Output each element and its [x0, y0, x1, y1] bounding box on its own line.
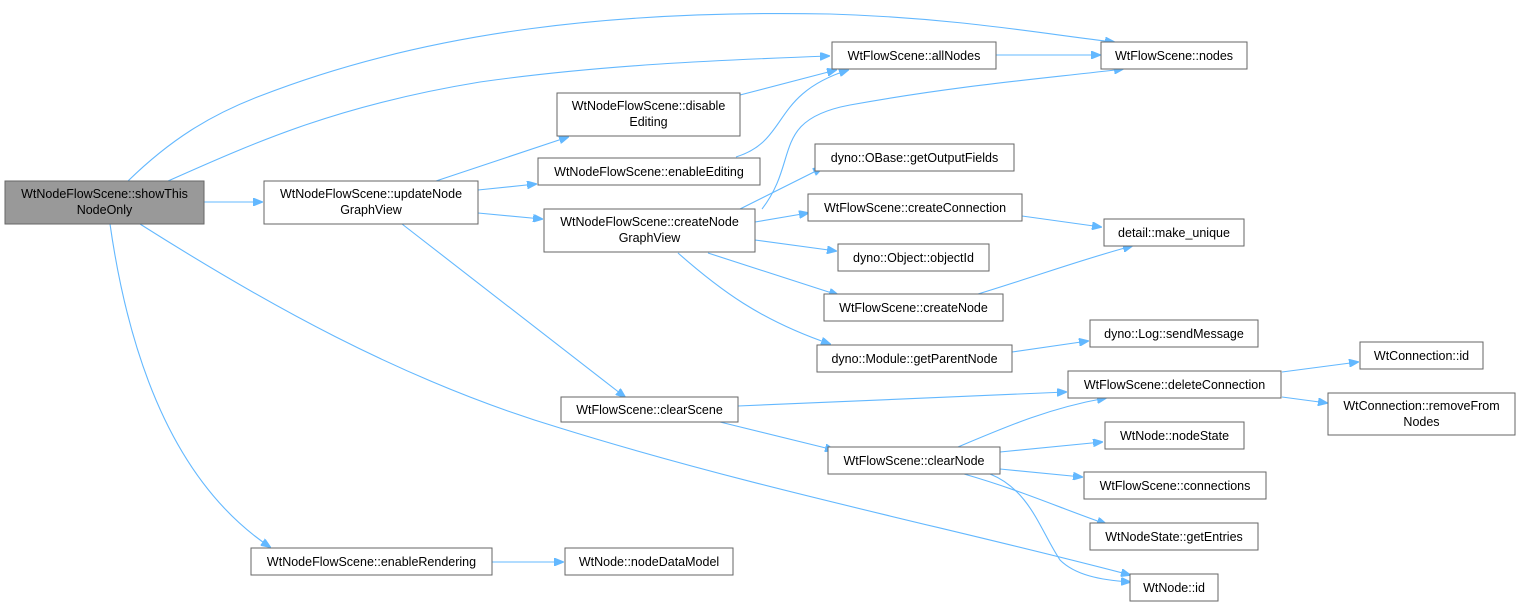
node-label: WtFlowScene::nodes — [1115, 49, 1233, 63]
node-label: dyno::OBase::getOutputFields — [831, 151, 998, 165]
edge-getparentnode-sendmessage — [1011, 341, 1088, 353]
node-label: detail::make_unique — [1118, 226, 1230, 240]
node-label: WtFlowScene::createNode — [839, 301, 988, 315]
node-label: dyno::Object::objectId — [853, 251, 974, 265]
node-label: WtNodeState::getEntries — [1105, 530, 1243, 544]
node-enable-rendering[interactable]: WtNodeFlowScene::enableRendering — [250, 547, 493, 576]
node-connections[interactable]: WtFlowScene::connections — [1083, 471, 1267, 500]
node-label: WtNodeFlowScene::disable — [572, 99, 726, 113]
node-label: WtFlowScene::deleteConnection — [1084, 378, 1265, 392]
edge-root-enablerendering — [109, 223, 270, 547]
node-show-this-node-only[interactable]: WtNodeFlowScene::showThis NodeOnly — [4, 180, 205, 225]
node-label: WtFlowScene::connections — [1100, 479, 1251, 493]
node-label: WtFlowScene::allNodes — [848, 49, 981, 63]
node-nodes[interactable]: WtFlowScene::nodes — [1100, 41, 1248, 70]
edge-clearnode-connections — [999, 468, 1082, 477]
edge-createnodegraphview-nodes — [761, 69, 1123, 210]
node-disable-editing[interactable]: WtNodeFlowScene::disable Editing — [556, 92, 741, 137]
edge-enableediting-allnodes — [735, 70, 848, 158]
edge-root-nodeid — [139, 223, 1130, 575]
node-label: dyno::Module::getParentNode — [831, 352, 997, 366]
node-label: WtNode::nodeDataModel — [579, 555, 719, 569]
edge-createnode-makeunique — [977, 246, 1132, 295]
edge-createnodegraphview-objectid — [754, 239, 836, 251]
node-label: WtNode::id — [1143, 581, 1205, 595]
node-label: WtNodeFlowScene::updateNode — [280, 187, 462, 201]
node-create-node-graph-view[interactable]: WtNodeFlowScene::createNode GraphView — [543, 208, 756, 253]
node-label: WtNodeFlowScene::enableRendering — [267, 555, 476, 569]
node-send-message[interactable]: dyno::Log::sendMessage — [1089, 319, 1259, 348]
edge-deleteconnection-connectionid — [1281, 362, 1358, 373]
node-create-node[interactable]: WtFlowScene::createNode — [823, 293, 1004, 322]
nodes: WtNodeFlowScene::showThis NodeOnly WtNod… — [4, 41, 1516, 602]
node-get-entries[interactable]: WtNodeState::getEntries — [1089, 522, 1259, 551]
node-label: WtNodeFlowScene::showThis — [21, 187, 188, 201]
node-object-id[interactable]: dyno::Object::objectId — [837, 243, 990, 272]
node-create-connection[interactable]: WtFlowScene::createConnection — [807, 193, 1023, 222]
node-node-state[interactable]: WtNode::nodeState — [1104, 421, 1245, 450]
edge-update-disableediting — [435, 137, 568, 182]
edge-deleteconnection-removefromnodes — [1281, 396, 1327, 403]
node-label: GraphView — [340, 203, 403, 217]
edge-root-allnodes — [167, 56, 829, 182]
edge-clearscene-clearnode — [719, 421, 834, 450]
node-label: WtNode::nodeState — [1120, 429, 1229, 443]
node-label: WtNodeFlowScene::enableEditing — [554, 165, 744, 179]
node-label: WtFlowScene::createConnection — [824, 201, 1006, 215]
node-remove-from-nodes[interactable]: WtConnection::removeFrom Nodes — [1327, 392, 1516, 436]
node-get-parent-node[interactable]: dyno::Module::getParentNode — [816, 344, 1013, 373]
edge-update-clearscene — [401, 223, 625, 397]
node-label: GraphView — [619, 231, 682, 245]
edge-disableediting-allnodes — [739, 70, 836, 96]
node-label: WtFlowScene::clearNode — [843, 454, 984, 468]
edge-clearnode-nodeid — [989, 473, 1130, 582]
node-label: WtFlowScene::clearScene — [576, 403, 723, 417]
node-connection-id[interactable]: WtConnection::id — [1359, 341, 1484, 370]
node-make-unique[interactable]: detail::make_unique — [1103, 218, 1245, 247]
edge-update-createnodegraphview — [477, 212, 542, 219]
node-label: WtConnection::removeFrom — [1343, 399, 1499, 413]
edge-clearnode-deleteconnection — [957, 398, 1106, 448]
edge-createconnection-makeunique — [1021, 215, 1101, 227]
node-enable-editing[interactable]: WtNodeFlowScene::enableEditing — [537, 157, 761, 186]
node-all-nodes[interactable]: WtFlowScene::allNodes — [831, 41, 997, 70]
node-label: WtNodeFlowScene::createNode — [560, 215, 739, 229]
edge-clearnode-nodestate — [999, 442, 1102, 453]
edge-createnodegraphview-getoutputfields — [739, 168, 822, 210]
node-clear-node[interactable]: WtFlowScene::clearNode — [827, 446, 1001, 475]
node-label: WtConnection::id — [1374, 349, 1469, 363]
edge-createnodegraphview-createconnection — [754, 213, 808, 223]
node-clear-scene[interactable]: WtFlowScene::clearScene — [560, 396, 739, 423]
node-node-id[interactable]: WtNode::id — [1129, 573, 1219, 602]
edge-createnodegraphview-getparentnode — [677, 252, 830, 344]
node-delete-connection[interactable]: WtFlowScene::deleteConnection — [1067, 370, 1282, 399]
edges — [109, 12, 1358, 582]
node-label: dyno::Log::sendMessage — [1104, 327, 1244, 341]
edge-clearnode-getentries — [963, 473, 1106, 524]
node-node-data-model[interactable]: WtNode::nodeDataModel — [564, 547, 734, 576]
edge-clearscene-deleteconnection — [737, 392, 1066, 407]
node-update-node-graph-view[interactable]: WtNodeFlowScene::updateNode GraphView — [263, 180, 479, 225]
node-get-output-fields[interactable]: dyno::OBase::getOutputFields — [814, 143, 1015, 172]
node-label: Editing — [629, 115, 667, 129]
edge-root-nodes — [127, 12, 1114, 182]
node-label: Nodes — [1403, 415, 1439, 429]
edge-update-enableediting — [477, 184, 536, 191]
edge-createnodegraphview-createnode — [707, 252, 838, 295]
node-label: NodeOnly — [77, 203, 133, 217]
